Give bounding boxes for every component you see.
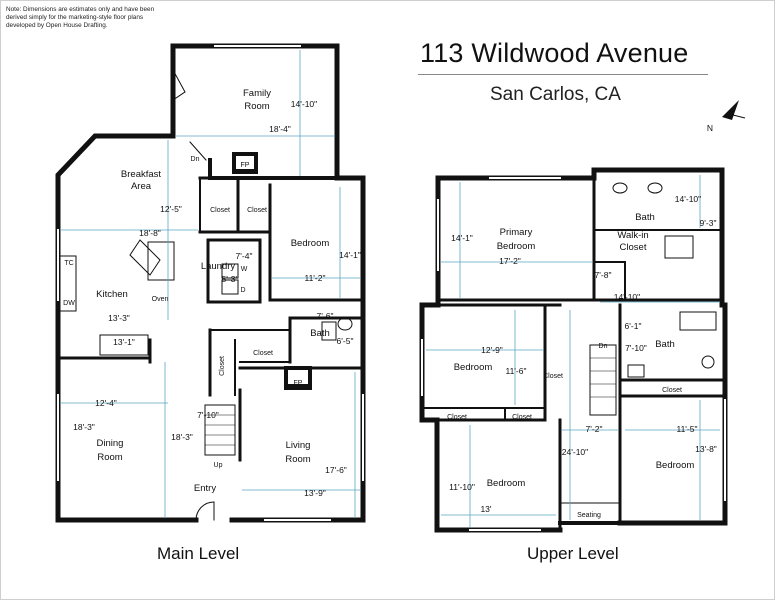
breakfast-dim-depth: 12'-5": [160, 204, 182, 214]
seating-label: Seating: [577, 512, 601, 519]
dishwasher-label: DW: [63, 300, 75, 307]
laundry-label: Laundry: [201, 261, 236, 272]
living-label-1: Living: [286, 440, 311, 451]
dining-dim-depth: 18'-3": [73, 422, 95, 432]
washer-label: W: [241, 266, 248, 273]
kitchen-dim-b: 13'-1": [113, 337, 135, 347]
stair-up-label: Up: [214, 462, 223, 469]
property-city: San Carlos, CA: [490, 84, 621, 105]
upper-level-plan: [419, 167, 728, 533]
title-rule: [418, 74, 708, 75]
bedroom-main-label: Bedroom: [291, 238, 330, 249]
primary-bedroom-label-1: Primary: [500, 227, 533, 238]
trash-compactor-label: TC: [64, 260, 73, 267]
upper-level-dimension-lines: [426, 175, 720, 527]
walkin-label-2: Closet: [620, 242, 647, 253]
bedroom-main-dim-width: 11'-2": [304, 273, 325, 283]
breakfast-label-1: Breakfast: [121, 169, 161, 180]
primary-bedroom-label-2: Bedroom: [497, 241, 536, 252]
dryer-label: D: [240, 287, 245, 294]
walkin-label-1: Walk-in: [617, 230, 648, 241]
kitchen-label: Kitchen: [96, 289, 128, 300]
laundry-dim-a: 7'-4": [236, 251, 253, 261]
living-label-2: Room: [285, 454, 310, 465]
bath2-dim-a: 6'-1": [625, 321, 642, 331]
bedroom-a-dim-b: 11'-6": [505, 366, 526, 376]
bedroom-main-dim-depth: 14'-1": [339, 250, 361, 260]
primary-dim-width: 17'-2": [499, 256, 521, 266]
hall-dim-a: 7'-2": [586, 424, 603, 434]
family-room-dim-width: 18'-4": [269, 124, 291, 134]
bath2-dim-b: 7'-10": [625, 343, 647, 353]
upper-closet-label-b: Closet: [447, 414, 467, 421]
property-address: 113 Wildwood Avenue: [420, 38, 689, 68]
main-level-dimension-lines: [60, 50, 361, 518]
upper-closet-label-c: Closet: [512, 414, 532, 421]
main-level-labels: Family Room 14'-10" 18'-4" Dn FP Breakfa…: [63, 88, 361, 498]
bedroom-c-dim-a: 11'-5": [676, 424, 697, 434]
bedroom-c-dim-b: 13'-8": [695, 444, 717, 454]
family-dn-label: Dn: [191, 156, 200, 163]
laundry-dim-b: 5'-3": [222, 274, 239, 284]
compass-label: N: [707, 123, 713, 133]
oven-label: Oven: [152, 296, 169, 303]
family-room-label-1: Family: [243, 88, 271, 99]
dining-label-2: Room: [97, 452, 122, 463]
main-level-label: Main Level: [157, 544, 240, 563]
dining-dim-width: 12'-4": [95, 398, 117, 408]
walkin-dim-b: 14'-10": [614, 292, 640, 302]
bedroom-b-label: Bedroom: [487, 478, 526, 489]
hall-dim-b: 24'-10": [562, 447, 588, 457]
upper-closet-label-d: Closet: [662, 387, 682, 394]
dining-label-1: Dining: [97, 438, 124, 449]
family-fp-label: FP: [241, 162, 250, 169]
upper-bath-dim-b: 9'-3": [700, 218, 717, 228]
bedroom-c-label: Bedroom: [656, 460, 695, 471]
closet-label-a: Closet: [210, 207, 230, 214]
upper-level-labels: Primary Bedroom 14'-1" 17'-2" Bath 14'-1…: [447, 194, 717, 519]
primary-dim-depth: 14'-1": [451, 233, 473, 243]
upper-dn-label: Dn: [599, 343, 608, 350]
dining-dim-depth-2: 18'-3": [171, 432, 193, 442]
stair-closet-label: Closet: [219, 356, 226, 376]
breakfast-label-2: Area: [131, 181, 152, 192]
main-level-plan: [55, 43, 366, 523]
bedroom-b-dim-a: 11'-10": [449, 482, 475, 492]
breakfast-dim-width: 18'-8": [139, 228, 161, 238]
bedroom-a-label: Bedroom: [454, 362, 493, 373]
bath-main-dim-a: 7'-6": [317, 311, 334, 321]
bedroom-b-dim-b: 13': [480, 504, 491, 514]
kitchen-dim-a: 13'-3": [108, 313, 130, 323]
bath2-label: Bath: [655, 339, 675, 350]
hall-dim: 7'-10": [197, 410, 219, 420]
upper-closet-label-a: Closet: [543, 373, 563, 380]
bath-main-dim-b: 6'-5": [337, 336, 354, 346]
upper-bath-label: Bath: [635, 212, 655, 223]
bath-main-label: Bath: [310, 328, 330, 339]
north-compass-icon: N: [707, 100, 746, 133]
closet-label-b: Closet: [247, 207, 267, 214]
living-dim-width: 13'-9": [304, 488, 326, 498]
walkin-dim-a: 7'-8": [595, 270, 612, 280]
upper-level-label: Upper Level: [527, 544, 619, 563]
disclaimer-note: Note: Dimensions are estimates only and …: [6, 6, 155, 29]
hall-closet-label: Closet: [253, 350, 273, 357]
family-room-dim-depth: 14'-10": [291, 99, 317, 109]
bedroom-a-dim-a: 12'-9": [481, 345, 503, 355]
living-dim-depth: 17'-6": [325, 465, 347, 475]
living-fp-label: FP: [294, 380, 303, 387]
entry-label: Entry: [194, 483, 216, 494]
family-room-label-2: Room: [244, 101, 269, 112]
upper-bath-dim-a: 14'-10": [675, 194, 701, 204]
